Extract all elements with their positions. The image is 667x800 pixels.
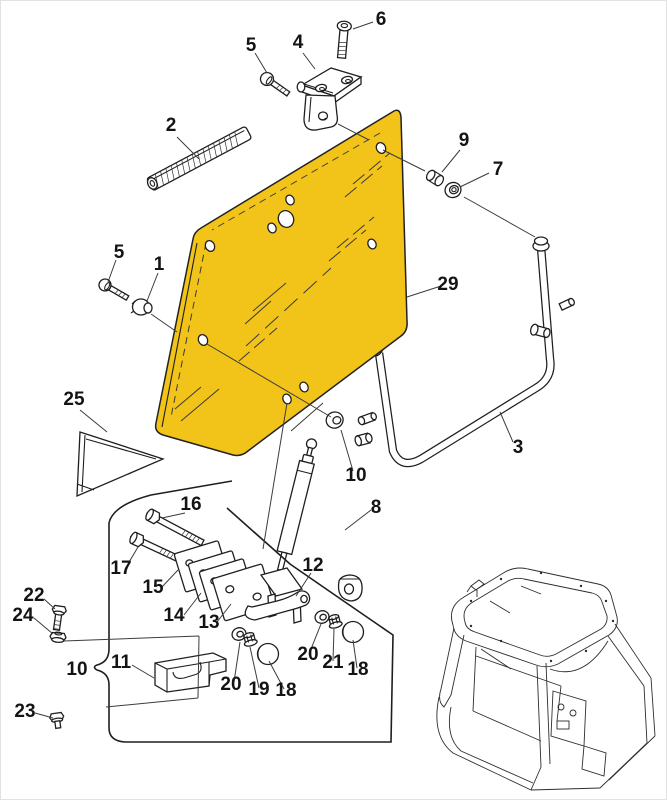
part-callout-23: 23 <box>14 701 35 722</box>
grommet-part-1 <box>130 298 153 316</box>
part-callout-2: 2 <box>166 115 177 136</box>
gas-strut-part-8 <box>276 438 318 572</box>
part-callout-5-top: 5 <box>246 35 257 56</box>
panel-holes <box>197 142 387 405</box>
latch-handle-part-12 <box>244 567 311 624</box>
washer-part-20-left <box>231 627 247 641</box>
glass-reflection-lines <box>174 152 391 432</box>
bushing-part-9 <box>425 169 445 187</box>
part-callout-19: 19 <box>248 679 269 700</box>
part-callout-3: 3 <box>513 437 524 458</box>
part-callout-10-washer: 10 <box>345 465 366 486</box>
cap-part-18-right <box>341 620 365 644</box>
gas-strut-eye-end <box>337 574 363 602</box>
part-callout-15: 15 <box>142 577 164 598</box>
callout-labels: 6 5 4 2 9 7 5 1 29 3 25 10 8 16 17 15 14… <box>12 9 523 722</box>
part-callout-29: 29 <box>437 274 458 295</box>
part-callout-14: 14 <box>163 605 185 626</box>
part-callout-10-group: 10 <box>66 659 87 680</box>
rivet-part-5-top <box>259 71 291 97</box>
locknut-part-19 <box>243 632 258 647</box>
bolt-part-16 <box>145 508 205 547</box>
bolt-part-6 <box>336 20 352 59</box>
nut-part-24 <box>49 631 67 643</box>
part-callout-25: 25 <box>63 389 85 410</box>
window-panel-part-29 <box>154 109 408 457</box>
washer-part-7 <box>444 181 462 199</box>
rivet-part-5-left <box>98 278 130 302</box>
striker-bracket-part-11 <box>154 652 227 693</box>
washer-part-20-right <box>314 610 330 624</box>
part-callout-24: 24 <box>12 605 34 626</box>
part-callout-6: 6 <box>376 9 387 30</box>
cap-part-18-left <box>256 642 280 666</box>
part-callout-17: 17 <box>110 558 131 579</box>
part-callout-5-left: 5 <box>114 242 125 263</box>
part-callout-13: 13 <box>198 612 219 633</box>
bolt-part-22 <box>51 604 67 632</box>
part-callout-18-left: 18 <box>275 680 296 701</box>
grommet-washer-part-10 <box>325 411 344 429</box>
window-frame-tube-part-3 <box>354 236 575 468</box>
part-callout-20-left: 20 <box>220 674 241 695</box>
part-callout-22: 22 <box>23 585 44 606</box>
corner-trim-part-25 <box>76 431 165 498</box>
part-callout-12: 12 <box>302 555 323 576</box>
part-callout-7: 7 <box>493 159 504 180</box>
part-callout-9: 9 <box>459 130 470 151</box>
cab-reference-sketch <box>436 567 656 791</box>
part-callout-11: 11 <box>111 652 132 673</box>
screw-part-23 <box>49 711 65 730</box>
part-callout-18-right: 18 <box>347 659 368 680</box>
part-callout-4: 4 <box>293 32 304 53</box>
leader-lines <box>33 21 536 719</box>
part-callout-21: 21 <box>322 652 344 673</box>
locknut-part-21 <box>328 614 343 629</box>
group-10-boundary-brace <box>93 480 394 743</box>
part-callout-1: 1 <box>154 254 165 275</box>
part-callout-8: 8 <box>371 497 382 518</box>
part-callout-16: 16 <box>180 494 201 515</box>
hinge-part-4 <box>296 67 363 131</box>
bolt-part-17 <box>129 531 180 562</box>
part-callout-20-right: 20 <box>297 644 318 665</box>
